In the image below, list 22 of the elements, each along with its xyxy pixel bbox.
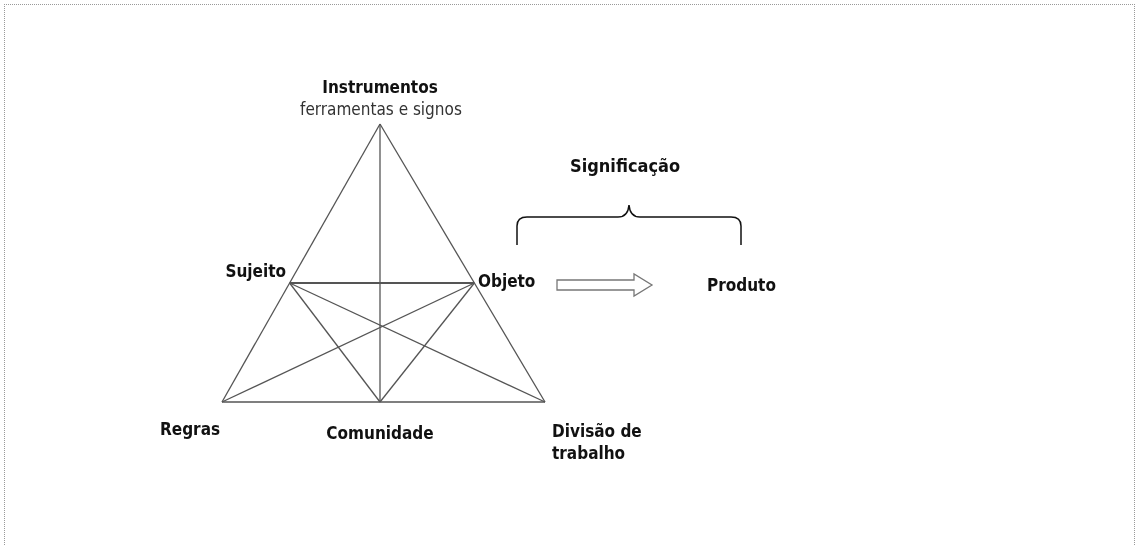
connector-line	[473, 282, 546, 403]
vertex-label: Comunidade	[305, 422, 455, 444]
connector-line	[221, 282, 475, 403]
connector-line	[289, 282, 546, 403]
vertex-label: Objeto	[478, 270, 548, 292]
connector-line	[379, 123, 475, 284]
connector-line	[289, 282, 381, 403]
bracket-label: Significação	[570, 155, 681, 176]
connector-line	[379, 123, 381, 403]
vertex-label: Divisão de trabalho	[552, 420, 662, 464]
vertex-label: Sujeito	[196, 260, 286, 282]
vertex-label: Regras	[160, 418, 230, 440]
connector-line	[379, 401, 546, 403]
connector-line	[221, 401, 381, 403]
subtitle-text: ferramentas e signos	[300, 98, 460, 120]
connector-line	[289, 123, 381, 284]
heading-text: Instrumentos	[321, 76, 439, 98]
vertex-label: Produto	[707, 274, 787, 296]
connector-line	[221, 282, 291, 403]
block-arrow	[556, 272, 654, 298]
connector-line	[288, 282, 476, 284]
connector-line	[379, 282, 475, 403]
